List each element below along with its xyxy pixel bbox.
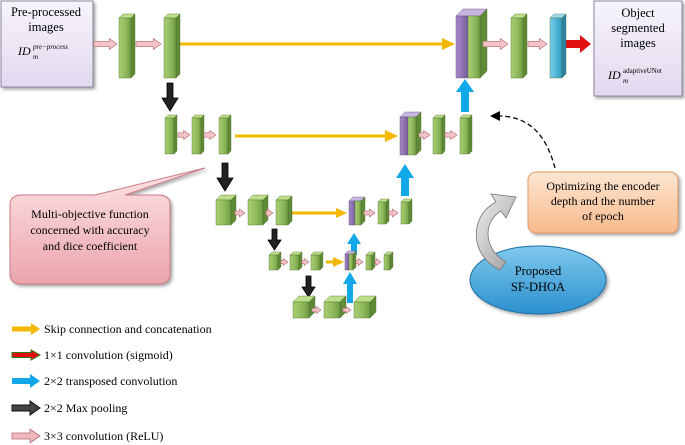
objective-line3: and dice coefficient <box>43 239 138 253</box>
block-dec-l1-a <box>432 114 446 155</box>
objective-line2: concerned with accuracy <box>30 223 149 237</box>
relu-conv-arrow <box>374 257 382 267</box>
input-images-box: Pre-processed images ID pre−process m <box>0 0 94 88</box>
block-enc-l1-b <box>191 114 205 155</box>
input-title-line2: images <box>28 20 64 34</box>
relu-conv-arrow <box>203 129 217 141</box>
block-dec-l0-a <box>510 13 528 79</box>
legend-item: 1×1 convolution (sigmoid) <box>11 348 173 362</box>
relu-conv-arrow <box>280 257 289 267</box>
input-title-line1: Pre-processed <box>11 5 82 19</box>
block-enc-l0-b <box>163 13 181 79</box>
relu-conv-arrow <box>234 208 246 218</box>
legend-item: 3×3 convolution (ReLU) <box>11 428 163 444</box>
block-dec-l3-b <box>383 251 394 271</box>
legend-label: 1×1 convolution (sigmoid) <box>44 348 173 362</box>
relu-conv-arrows <box>93 37 548 315</box>
output-title-line2: segmented <box>611 21 665 35</box>
legend-label: 2×2 Max pooling <box>44 401 127 415</box>
legend: Skip connection and concatenation 1×1 con… <box>11 322 212 444</box>
relu-conv-arrow <box>388 208 399 218</box>
block-enc-l2-a <box>215 194 237 226</box>
block-enc-l1-a <box>164 114 178 155</box>
legend-item: 2×2 transposed convolution <box>12 374 177 388</box>
relu-conv-arrow <box>311 305 322 315</box>
relu-conv-arrow <box>482 37 509 51</box>
cyan-arrow-icon <box>12 374 40 388</box>
feedback-curved-arrow <box>475 193 517 271</box>
relu-conv-arrow <box>93 37 118 51</box>
input-symbol-sub: m <box>33 53 38 61</box>
output-symbol-sup: adaptiveUNet <box>623 67 662 75</box>
output-symbol: ID <box>607 68 621 82</box>
optimize-line1: Optimizing the encoder <box>546 179 659 193</box>
block-enc-l3-c <box>310 251 324 271</box>
pink-arrow-icon <box>11 428 41 444</box>
block-bottleneck-a <box>292 295 316 319</box>
output-title-line3: images <box>620 36 656 50</box>
legend-label: 2×2 transposed convolution <box>44 374 177 388</box>
optimize-line2: depth and the number <box>551 194 655 208</box>
relu-conv-arrow <box>444 129 458 141</box>
algorithm-line1: Proposed <box>515 264 562 278</box>
red-arrow-icon <box>11 349 42 361</box>
black-arrow-icon <box>11 400 41 416</box>
block-dec-l0-concat <box>455 8 488 79</box>
relu-conv-arrow <box>527 37 548 51</box>
input-symbol-sup: pre−process <box>32 43 68 51</box>
block-dec-l2-a <box>377 198 390 225</box>
block-dec-l2-b <box>400 198 413 225</box>
relu-conv-arrow <box>301 257 310 267</box>
legend-label: Skip connection and concatenation <box>44 322 212 336</box>
block-dec-l1-concat <box>399 111 422 156</box>
block-dec-l3-a <box>365 251 376 271</box>
block-bottleneck-c <box>353 295 377 319</box>
relu-conv-arrow <box>265 208 274 218</box>
relu-conv-arrow <box>418 129 431 141</box>
block-dec-l1-b <box>459 114 473 155</box>
legend-label: 3×3 convolution (ReLU) <box>44 429 163 443</box>
output-symbol-sub: m <box>623 77 628 85</box>
objective-line1: Multi-objective function <box>31 207 149 221</box>
skip-connections <box>180 38 455 267</box>
input-symbol: ID <box>17 44 31 58</box>
relu-conv-arrow <box>342 305 352 315</box>
optimize-box: Optimizing the encoder depth and the num… <box>527 171 679 234</box>
block-output-conv <box>549 13 567 79</box>
block-enc-l1-c <box>218 114 232 155</box>
relu-conv-arrow <box>363 208 376 218</box>
relu-conv-arrow <box>355 257 364 267</box>
block-enc-l2-c <box>275 195 293 226</box>
legend-item: Skip connection and concatenation <box>12 322 212 336</box>
yellow-arrow-icon <box>12 323 40 335</box>
legend-item: 2×2 Max pooling <box>11 400 127 416</box>
output-images-box: Object segmented images ID adaptiveUNet … <box>593 0 683 97</box>
block-enc-l0-a <box>118 13 136 79</box>
block-dec-l3-concat <box>344 250 357 271</box>
block-enc-l3-a <box>268 251 282 271</box>
relu-conv-arrow <box>177 129 191 141</box>
objective-callout: Multi-objective function concerned with … <box>9 167 206 285</box>
upconv-arrows <box>343 79 474 303</box>
maxpool-arrows <box>161 82 316 298</box>
feature-map-blocks <box>118 8 567 319</box>
algorithm-line2: SF-DHOA <box>511 280 565 294</box>
block-bottleneck-b <box>323 295 347 319</box>
output-title-line1: Object <box>621 6 655 20</box>
optimize-line3: of epoch <box>582 209 624 223</box>
block-enc-l2-b <box>247 194 269 226</box>
block-enc-l3-b <box>289 251 303 271</box>
block-dec-l2-concat <box>348 196 366 226</box>
relu-conv-arrow <box>135 37 162 51</box>
sigmoid-conv-arrow <box>566 35 591 53</box>
dashed-arrow <box>490 111 556 169</box>
